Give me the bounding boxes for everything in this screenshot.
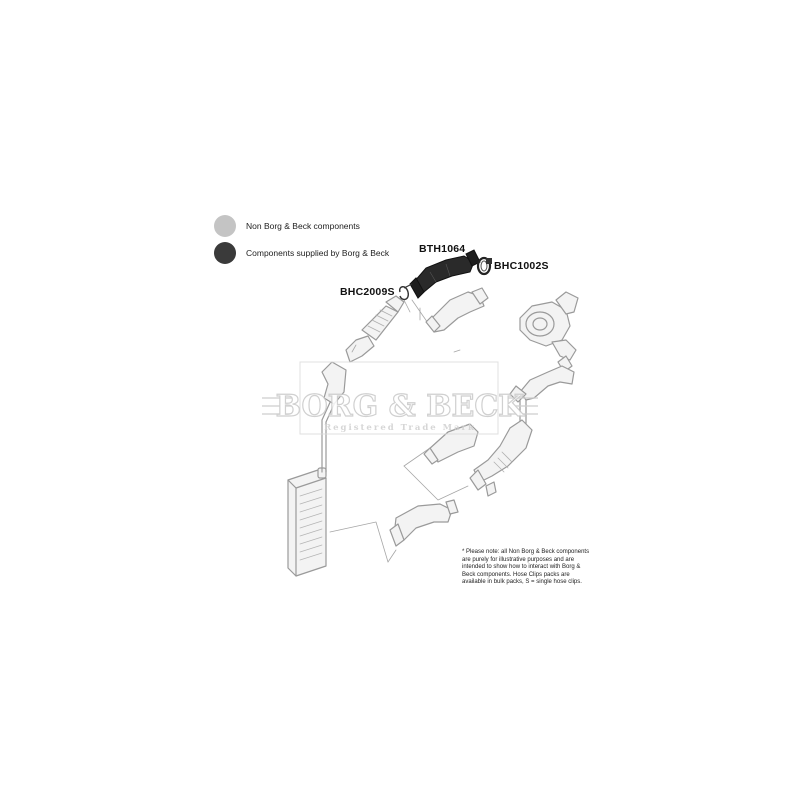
part-label-bhc2009s: BHC2009S: [340, 286, 395, 298]
watermark-brand: BORG & BECK: [276, 389, 526, 424]
legend-label-non-supplied: Non Borg & Beck components: [246, 221, 360, 231]
mid-hose: [425, 287, 489, 333]
legend-item-non-supplied: Non Borg & Beck components: [214, 215, 360, 237]
intercooler: [287, 467, 327, 577]
legend-item-supplied: Components supplied by Borg & Beck: [214, 242, 389, 264]
legend-swatch-non-supplied: [214, 215, 236, 237]
right-lower-hose: [469, 419, 533, 497]
bracket-lines: [329, 307, 469, 563]
upper-left-hose: [321, 295, 405, 405]
watermark: BORG & BECK Registered Trade Mark: [262, 361, 538, 435]
bottom-hose: [389, 499, 459, 547]
part-label-bhc1002s: BHC1002S: [494, 260, 549, 272]
bth1064-hose: [409, 249, 481, 299]
bhc2009s-clip: [398, 283, 413, 301]
disclaimer-note: * Please note: all Non Borg & Beck compo…: [462, 549, 590, 586]
legend-label-supplied: Components supplied by Borg & Beck: [246, 248, 390, 258]
supplied-components: [398, 249, 492, 301]
legend-swatch-supplied: [214, 242, 236, 264]
turbocharger: [519, 291, 579, 373]
bhc1002s-hose-clip: [476, 256, 492, 276]
watermark-subtitle: Registered Trade Mark: [324, 423, 476, 433]
connector-pipe-left: [321, 397, 337, 473]
part-label-bth1064: BTH1064: [419, 243, 466, 255]
